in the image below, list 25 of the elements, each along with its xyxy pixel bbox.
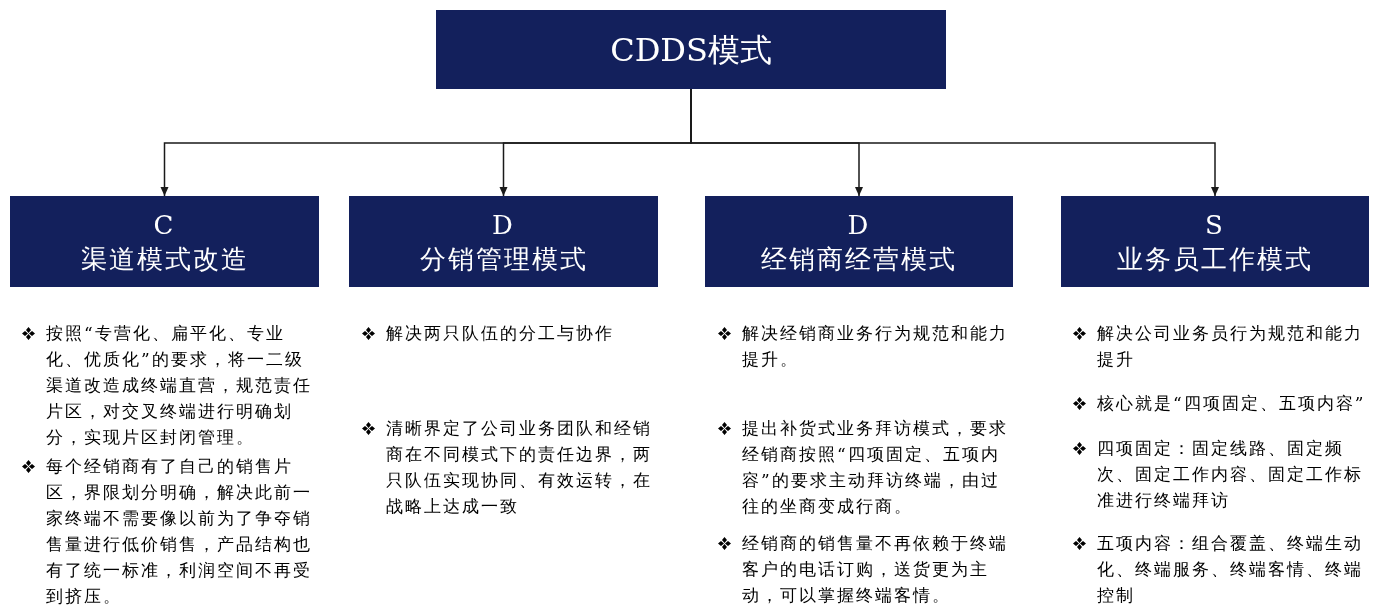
bullet-text: 经销商的销售量不再依赖于终端客户的电话订购，送货更为主动，可以掌握终端客情。 bbox=[742, 532, 1009, 607]
title-text: CDDS模式 bbox=[610, 31, 772, 68]
category-name: 业务员工作模式 bbox=[1117, 242, 1313, 276]
bullet-text: 解决两只队伍的分工与协作 bbox=[386, 322, 615, 345]
bullet-text: 每个经销商有了自己的销售片区，界限划分明确，解决此前一家终端不需要像以前为了争夺销售量进行低价销售，产品结构也有了统一标准，利润空间不再受到挤压。 bbox=[46, 455, 313, 608]
bullet-text: 核心就是“四项固定、五项内容” bbox=[1097, 392, 1367, 415]
category-letter: S bbox=[1205, 208, 1225, 242]
bullet-text: 清晰界定了公司业务团队和经销商在不同模式下的责任边界，两只队伍实现协同、有效运转，在战略上达成一致 bbox=[386, 417, 653, 518]
bullet-text: 解决经销商业务行为规范和能力提升。 bbox=[742, 322, 1009, 371]
bullet-text: 解决公司业务员行为规范和能力提升 bbox=[1097, 322, 1364, 371]
category-name: 渠道模式改造 bbox=[80, 242, 249, 276]
bullet-text: 提出补货式业务拜访模式，要求经销商按照“四项固定、五项内容”的要求主动拜访终端，由过往的坐商变成行商。 bbox=[742, 417, 1009, 518]
bullet-text: 五项内容：组合覆盖、终端生动化、终端服务、终端客情、终端控制 bbox=[1097, 532, 1364, 607]
category-letter: C bbox=[153, 208, 176, 242]
category-box bbox=[705, 196, 1013, 287]
bullet-text: 按照“专营化、扁平化、专业化、优质化”的要求，将一二级渠道改造成终端直营，规范责任片区，对交叉终端进行明确划分，实现片区封闭管理。 bbox=[46, 322, 313, 449]
bullet-text: 四项固定：固定线路、固定频次、固定工作内容、固定工作标准进行终端拜访 bbox=[1097, 437, 1364, 512]
category-name: 分销管理模式 bbox=[419, 242, 588, 276]
category-name: 经销商经营模式 bbox=[761, 242, 957, 276]
category-box bbox=[349, 196, 658, 287]
category-letter: D bbox=[492, 208, 515, 242]
category-letter: D bbox=[847, 208, 871, 242]
category-box bbox=[1061, 196, 1369, 287]
title-box bbox=[436, 10, 946, 89]
category-box bbox=[10, 196, 319, 287]
